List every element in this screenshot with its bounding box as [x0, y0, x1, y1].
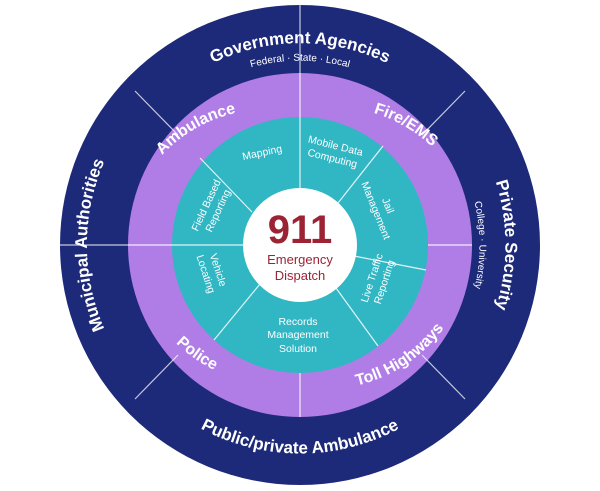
records-line-1: Records	[278, 316, 317, 328]
center-line-2: Dispatch	[275, 268, 326, 283]
private-security-sublabel: College · University	[472, 200, 488, 290]
center-circle	[243, 188, 357, 302]
svg-text:College · University: College · University	[472, 200, 488, 290]
segment-live-traffic: Live Traffic Reporting	[359, 252, 398, 305]
outer-dividers	[60, 5, 466, 400]
segment-records: Records Management Solution	[267, 316, 328, 355]
center-number: 911	[268, 208, 333, 252]
records-line-2: Management	[267, 329, 328, 341]
inner-dividers	[172, 117, 427, 347]
center-line-1: Emergency	[267, 252, 333, 267]
records-line-3: Solution	[279, 343, 317, 355]
middle-dividers	[128, 73, 472, 417]
jail-line-1: Jail	[379, 196, 396, 215]
